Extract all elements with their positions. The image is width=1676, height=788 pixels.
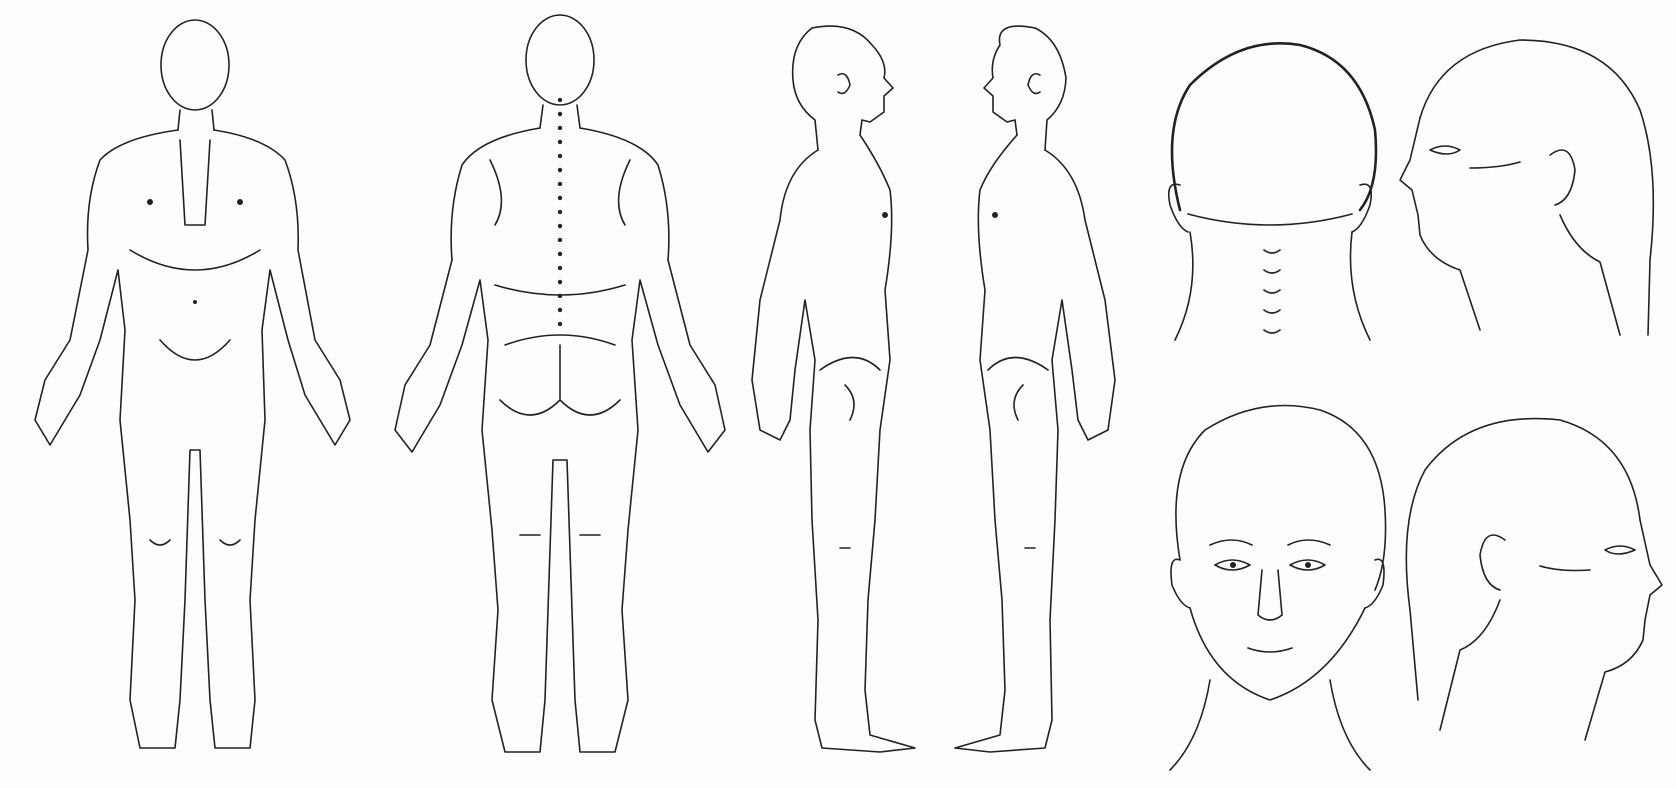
right-profile-eye bbox=[1429, 145, 1461, 155]
head-front-jaw bbox=[1189, 607, 1366, 701]
head-front-neck bbox=[1169, 679, 1371, 771]
right-side-head-outline bbox=[811, 25, 894, 136]
body-back-view bbox=[394, 14, 726, 753]
back-scapulae bbox=[489, 159, 631, 226]
right-side-nipple bbox=[882, 212, 888, 218]
left-side-nipple bbox=[992, 212, 998, 218]
back-lower-ribs bbox=[494, 284, 626, 296]
right-profile-neck bbox=[1559, 214, 1621, 336]
left-profile-skull bbox=[1405, 417, 1641, 701]
front-navel bbox=[193, 300, 197, 304]
left-side-ear bbox=[1027, 72, 1041, 95]
head-front-view bbox=[1169, 404, 1387, 771]
head-back-view bbox=[1167, 42, 1378, 341]
left-profile-eye bbox=[1604, 545, 1636, 555]
back-neck bbox=[539, 104, 581, 129]
back-buttocks bbox=[499, 334, 621, 416]
head-right-profile-view bbox=[1399, 39, 1655, 336]
head-back-neck bbox=[1174, 231, 1371, 341]
head-back-skull bbox=[1170, 42, 1378, 212]
right-profile-face bbox=[1399, 117, 1481, 331]
left-side-buttock bbox=[987, 356, 1049, 421]
head-front-brows bbox=[1209, 539, 1331, 546]
right-profile-ear bbox=[1549, 149, 1576, 206]
back-head bbox=[525, 14, 595, 106]
front-sternum bbox=[179, 139, 211, 226]
head-back-ears bbox=[1167, 183, 1373, 233]
front-nipple-right bbox=[147, 199, 153, 205]
right-side-buttock bbox=[819, 356, 881, 421]
head-front-pupil-right bbox=[1230, 562, 1236, 568]
head-front-ears bbox=[1170, 558, 1385, 609]
right-profile-cheekbone bbox=[1469, 161, 1521, 169]
left-profile-ear bbox=[1479, 534, 1506, 591]
left-profile-neck bbox=[1439, 599, 1501, 731]
head-front-skull bbox=[1175, 404, 1387, 591]
back-spine bbox=[557, 97, 563, 327]
front-neck bbox=[177, 109, 215, 131]
left-profile-face bbox=[1584, 519, 1663, 741]
left-side-head-outline bbox=[983, 25, 1036, 136]
right-side-ear bbox=[837, 72, 851, 95]
body-right-side-view bbox=[751, 25, 916, 753]
front-ribcage bbox=[129, 249, 261, 271]
back-body-outline bbox=[394, 127, 726, 753]
head-back-hairline bbox=[1187, 213, 1353, 226]
front-pelvis bbox=[159, 339, 231, 361]
front-body-outline bbox=[34, 129, 351, 749]
left-profile-cheekbone bbox=[1539, 565, 1591, 572]
head-front-pupil-left bbox=[1305, 562, 1311, 568]
front-nipple-left bbox=[237, 199, 243, 205]
left-side-head-back bbox=[1034, 27, 1067, 151]
right-side-body-outline bbox=[751, 134, 916, 753]
right-profile-skull bbox=[1419, 39, 1655, 336]
head-back-cervical-spine bbox=[1263, 249, 1281, 334]
head-front-eyes bbox=[1214, 559, 1326, 571]
front-knees bbox=[149, 539, 241, 546]
head-front-nose bbox=[1257, 569, 1283, 621]
head-left-profile-view bbox=[1405, 417, 1663, 741]
body-front-view bbox=[34, 19, 351, 749]
body-left-side-view bbox=[954, 25, 1116, 753]
left-side-body-outline bbox=[954, 134, 1116, 753]
right-side-head-back bbox=[791, 27, 819, 151]
head-front-mouth bbox=[1247, 647, 1293, 653]
front-head bbox=[160, 19, 230, 111]
